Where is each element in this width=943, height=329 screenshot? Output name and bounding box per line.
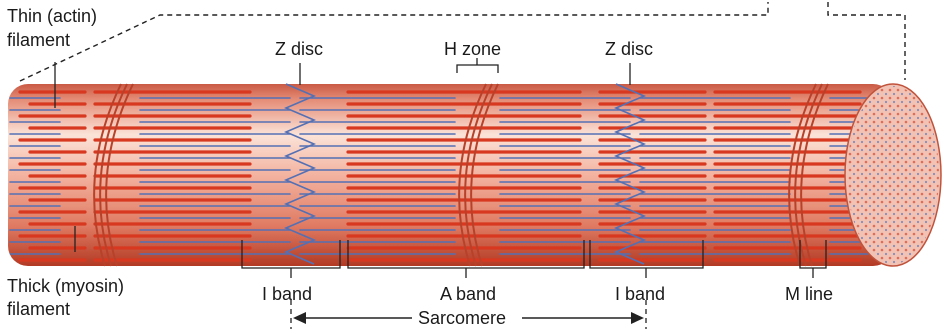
m-line-arc: [105, 83, 134, 267]
thin-filament-label-line2: filament: [7, 30, 70, 50]
sarcomere-label: Sarcomere: [418, 308, 506, 328]
leader-lines: [19, 2, 906, 82]
z-disc-zigzag: [613, 83, 647, 265]
m-line-arc: [458, 83, 487, 267]
m-line-arc: [93, 83, 122, 267]
z-disc-right-label: Z disc: [605, 39, 653, 59]
thin-filament-label-line1: Thin (actin): [7, 6, 97, 26]
m-line-arc: [464, 83, 493, 267]
m-line-arcs: [93, 83, 829, 267]
thick-filament-label-line1: Thick (myosin): [7, 276, 124, 296]
band-brackets: [241, 240, 827, 278]
h-zone-label: H zone: [444, 39, 501, 59]
m-line-arc: [800, 83, 829, 267]
a-band-label: A band: [440, 284, 496, 304]
cross-section-end-cap: [844, 83, 942, 267]
z-disc-zigzag: [283, 83, 317, 265]
m-line-arc: [470, 83, 499, 267]
pointer-lines: [54, 58, 631, 252]
i-band-left-label: I band: [262, 284, 312, 304]
sarcomere-arrow: [290, 300, 647, 329]
z-disc-lines: [283, 83, 647, 265]
thick-filament-label-line2: filament: [7, 299, 70, 319]
filament-layer: [9, 90, 881, 262]
m-line-label: M line: [785, 284, 833, 304]
i-band-right-label: I band: [615, 284, 665, 304]
m-line-arc: [788, 83, 817, 267]
z-disc-left-label: Z disc: [275, 39, 323, 59]
m-line-arc: [99, 83, 128, 267]
